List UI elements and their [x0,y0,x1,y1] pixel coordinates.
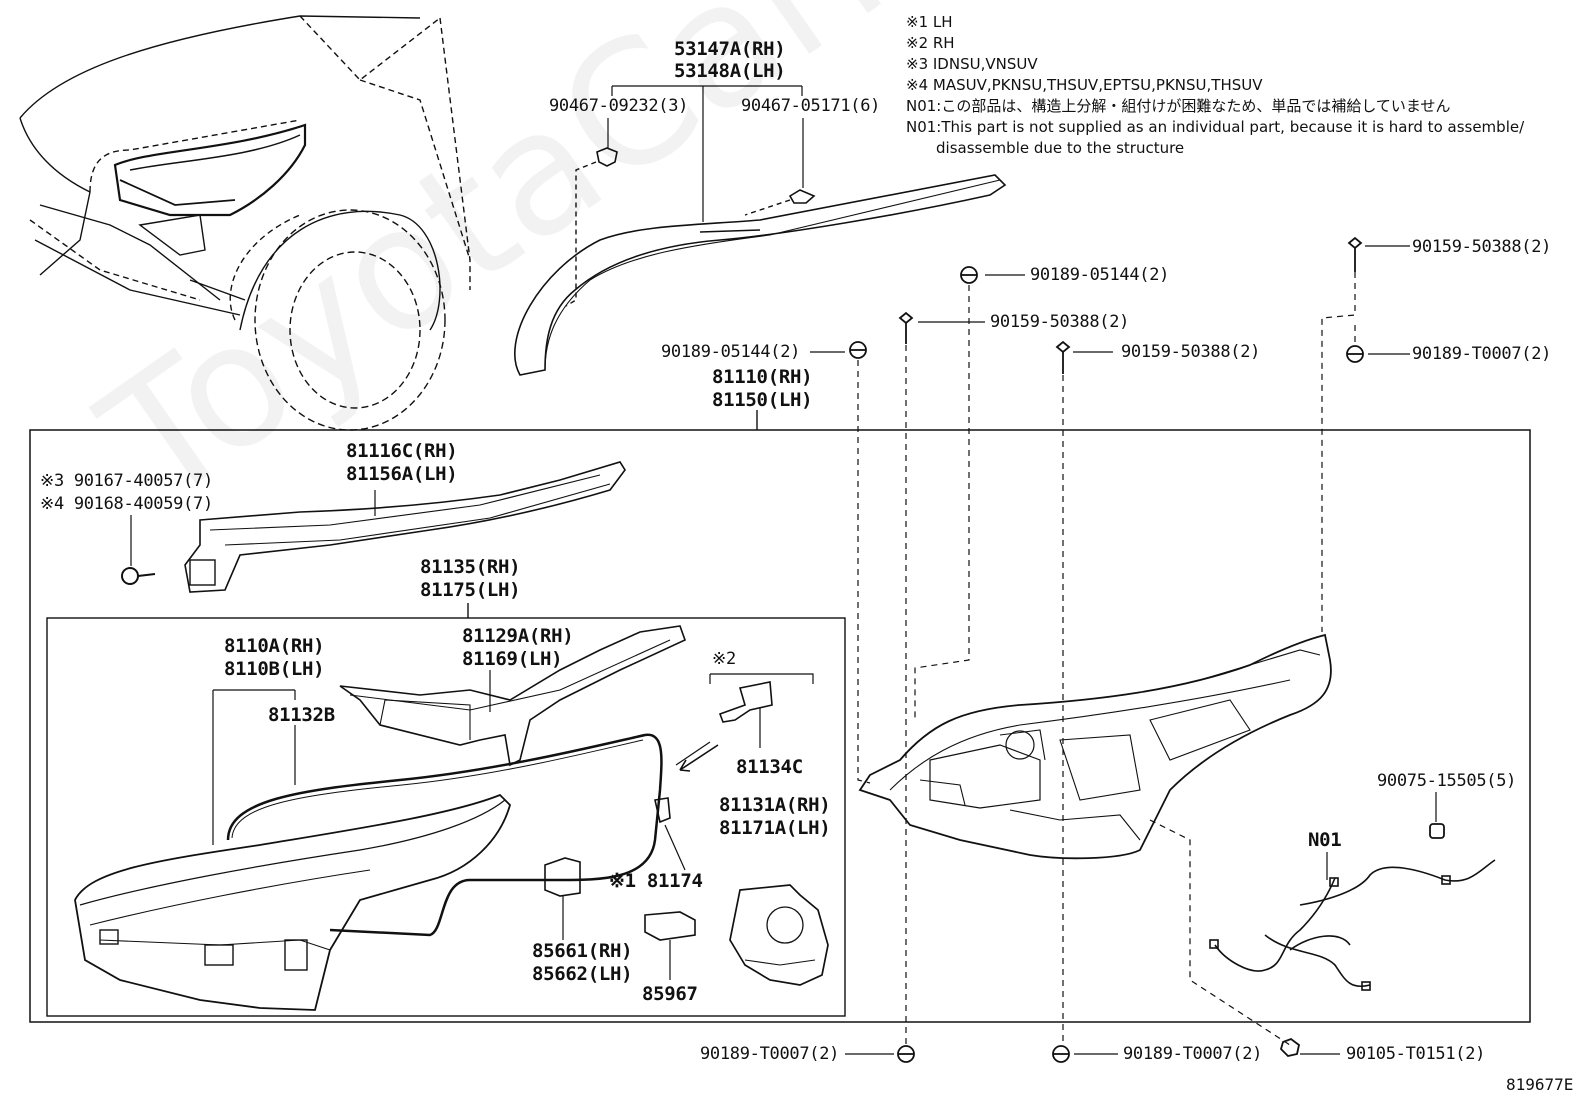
vehicle-sketch [19,15,471,431]
part-label[interactable]: 81169(LH) [462,648,563,670]
part-label[interactable]: 81131A(RH) [719,794,831,816]
notes-legend: ※1 LH ※2 RH ※3 IDNSU,VNSUV ※4 MASUV,PKNS… [906,12,1524,159]
part-label[interactable]: ※4 90168-40059(7) [40,494,213,514]
part-label[interactable]: 81171A(LH) [719,817,831,839]
part-label[interactable]: 53148A(LH) [674,60,786,82]
part-label[interactable]: ※1 81174 [609,870,703,892]
part-label[interactable]: 81150(LH) [712,389,813,411]
fasteners [849,236,1445,1063]
part-label[interactable]: 90467-05171(6) [741,96,881,116]
part-label: ※2 [712,649,736,669]
part-label[interactable]: 81132B [268,704,335,726]
note-2: ※2 RH [906,34,955,52]
note-n01-en-cont: disassemble due to the structure [936,139,1185,157]
part-label[interactable]: 81110(RH) [712,366,813,388]
note-3: ※3 IDNSU,VNSUV [906,55,1038,73]
part-label[interactable]: 81116C(RH) [346,440,458,462]
part-label[interactable]: 8110B(LH) [224,658,325,680]
part-label[interactable]: ※3 90167-40057(7) [40,471,213,491]
part-label[interactable]: 90189-T0007(2) [1123,1044,1263,1064]
part-label[interactable]: 85661(RH) [532,940,633,962]
headlamp-housing [858,633,1332,860]
part-label[interactable]: 81129A(RH) [462,625,574,647]
diagram-id: 819677E [1506,1075,1574,1094]
leader-lines [810,245,1437,1055]
note-n01-ja: N01:この部品は、構造上分解・組付けが困難なため、単品では補給していません [906,97,1451,115]
part-label[interactable]: 90189-05144(2) [1030,265,1170,285]
part-label[interactable]: 81156A(LH) [346,463,458,485]
part-label[interactable]: 81134C [736,756,803,778]
extension-81129a [339,625,686,767]
note-4: ※4 MASUV,PKNSU,THSUV,EPTSU,PKNSU,THSUV [906,76,1263,94]
part-label[interactable]: 81175(LH) [420,579,521,601]
inner-small-parts [544,673,829,986]
bracket-81116c [121,461,626,593]
part-label[interactable]: 85967 [642,983,698,1005]
assembly-frame [29,429,1531,1023]
part-label[interactable]: 90159-50388(2) [1412,237,1552,257]
part-label[interactable]: 8110A(RH) [224,635,325,657]
part-label[interactable]: 85662(LH) [532,963,633,985]
subassembly-frame [46,617,846,1017]
part-label[interactable]: 90159-50388(2) [990,312,1130,332]
part-label[interactable]: 81135(RH) [420,556,521,578]
part-label[interactable]: 90105-T0151(2) [1346,1044,1486,1064]
part-label[interactable]: 90467-09232(3) [549,96,689,116]
part-label[interactable]: N01 [1308,829,1342,851]
install-lines [857,272,1356,1046]
part-label[interactable]: 53147A(RH) [674,38,786,60]
part-label[interactable]: 90189-T0007(2) [700,1044,840,1064]
trim-moulding [514,85,1007,376]
wiring-harness [1209,859,1496,991]
part-label[interactable]: 90189-T0007(2) [1412,344,1552,364]
note-n01-en: N01:This part is not supplied as an indi… [906,118,1525,136]
part-label[interactable]: 90075-15505(5) [1377,771,1517,791]
part-label[interactable]: 90189-05144(2) [661,342,801,362]
lens-8110a [74,689,663,1011]
part-label[interactable]: 90159-50388(2) [1121,342,1261,362]
note-1: ※1 LH [906,13,953,31]
